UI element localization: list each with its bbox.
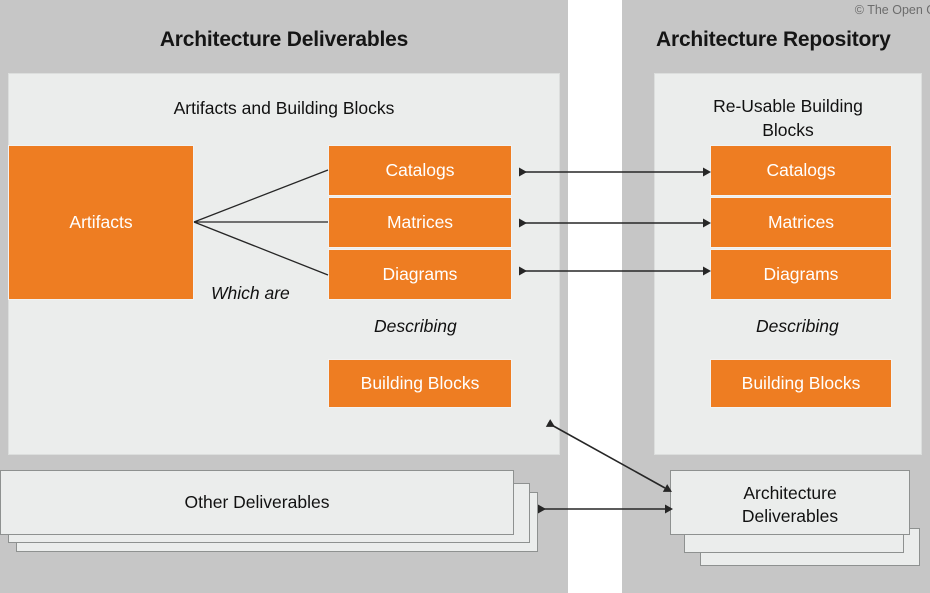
left-catalogs-box[interactable]: Catalogs [328,145,512,196]
right-matrices-label: Matrices [767,212,835,232]
architecture-deliverables-label-line1: Architecture [743,483,837,503]
re-usable-building-blocks-title-line2: Blocks [762,120,814,140]
re-usable-building-blocks-title-line1: Re-Usable Building [713,96,863,116]
left-panel-title: Architecture Deliverables [159,28,409,51]
artifacts-box-label: Artifacts [69,212,133,232]
which-are-annotation: Which are [211,283,290,303]
architecture-deliverables-label: Architecture Deliverables [671,482,909,528]
left-matrices-box[interactable]: Matrices [328,197,512,248]
left-diagrams-label: Diagrams [382,264,458,284]
left-catalogs-label: Catalogs [385,160,455,180]
copyright-notice: © The Open G [854,3,930,17]
left-matrices-label: Matrices [386,212,454,232]
left-diagrams-box[interactable]: Diagrams [328,249,512,300]
re-usable-building-blocks-title: Re-Usable Building Blocks [655,94,921,142]
right-diagrams-box[interactable]: Diagrams [710,249,892,300]
right-panel-title: Architecture Repository [656,28,891,51]
other-deliverables-card[interactable]: Other Deliverables [0,470,514,535]
other-deliverables-label: Other Deliverables [184,492,330,512]
artifacts-and-building-blocks-title: Artifacts and Building Blocks [173,98,395,118]
left-building-blocks-label: Building Blocks [360,373,480,393]
left-building-blocks-box[interactable]: Building Blocks [328,359,512,408]
right-building-blocks-box[interactable]: Building Blocks [710,359,892,408]
right-catalogs-label: Catalogs [766,160,836,180]
right-catalogs-box[interactable]: Catalogs [710,145,892,196]
architecture-deliverables-label-line2: Deliverables [741,506,839,526]
artifacts-box[interactable]: Artifacts [8,145,194,300]
left-describing-annotation: Describing [374,316,457,336]
right-describing-annotation: Describing [756,316,839,336]
architecture-deliverables-panel: Architecture Deliverables Artifacts and … [0,0,568,593]
right-building-blocks-label: Building Blocks [741,373,861,393]
architecture-deliverables-card[interactable]: Architecture Deliverables [670,470,910,535]
right-diagrams-label: Diagrams [763,264,839,284]
right-matrices-box[interactable]: Matrices [710,197,892,248]
